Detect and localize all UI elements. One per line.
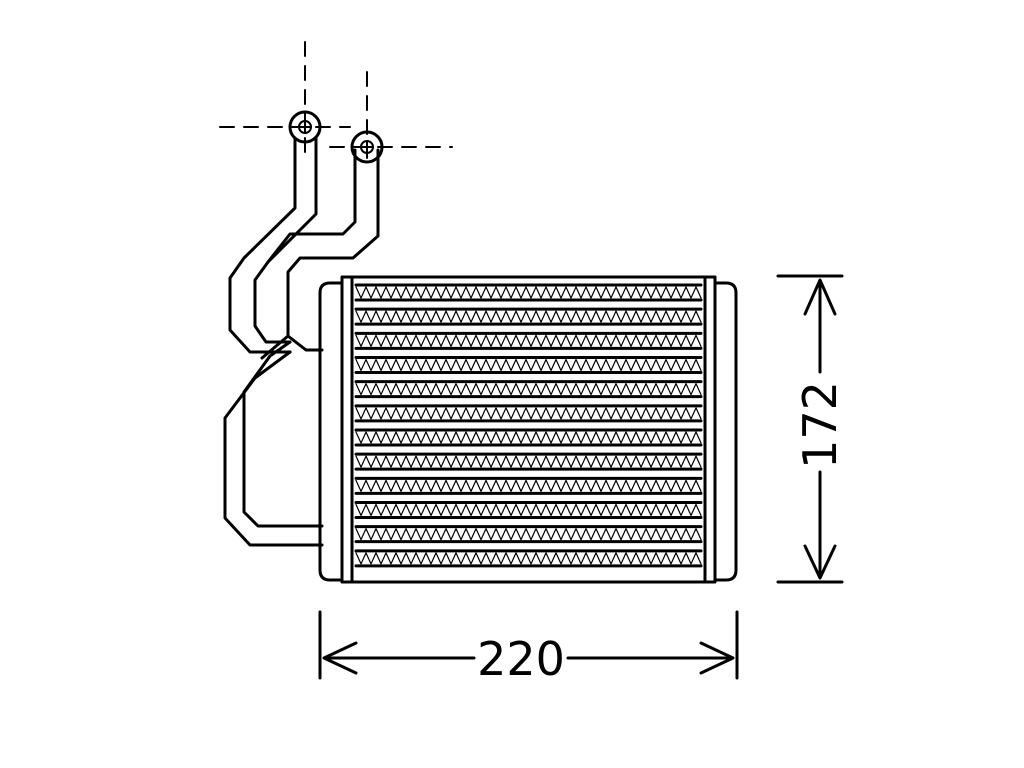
fitting-a — [288, 110, 322, 144]
core-tube-row — [354, 525, 703, 544]
tank-right — [713, 281, 738, 582]
dimension-height-arrow-bottom — [803, 544, 837, 580]
core-tube-row — [354, 428, 703, 447]
dimension-width-arrow-right — [699, 641, 735, 675]
core-tube-row — [354, 549, 703, 568]
core-tube-row — [354, 452, 703, 471]
core-tube-row — [354, 283, 703, 302]
pipe-left — [223, 136, 324, 547]
core-tube-row — [354, 476, 703, 495]
dimension-width-label: 220 — [477, 632, 565, 686]
dimension-height-arrow-top — [803, 278, 837, 316]
core-tube-rows — [354, 283, 703, 568]
pipe-right — [260, 148, 380, 360]
fittings — [288, 110, 384, 164]
centerlines — [219, 41, 453, 161]
dimension-width: 220 — [318, 610, 739, 686]
dimension-width-arrow-left — [322, 641, 358, 675]
dimension-height-label: 172 — [793, 381, 847, 469]
core-tube-row — [354, 331, 703, 350]
core-frame — [340, 275, 717, 584]
core-tube-row — [354, 307, 703, 326]
dimension-height: 172 — [776, 274, 847, 584]
tank-left — [318, 281, 344, 582]
core-tube-row — [354, 356, 703, 374]
tanks — [318, 281, 738, 582]
pipes — [223, 136, 380, 547]
core-tube-row — [354, 380, 703, 399]
core-tube-row — [354, 404, 703, 423]
core-tube-row — [354, 501, 703, 519]
fitting-b — [350, 130, 384, 164]
